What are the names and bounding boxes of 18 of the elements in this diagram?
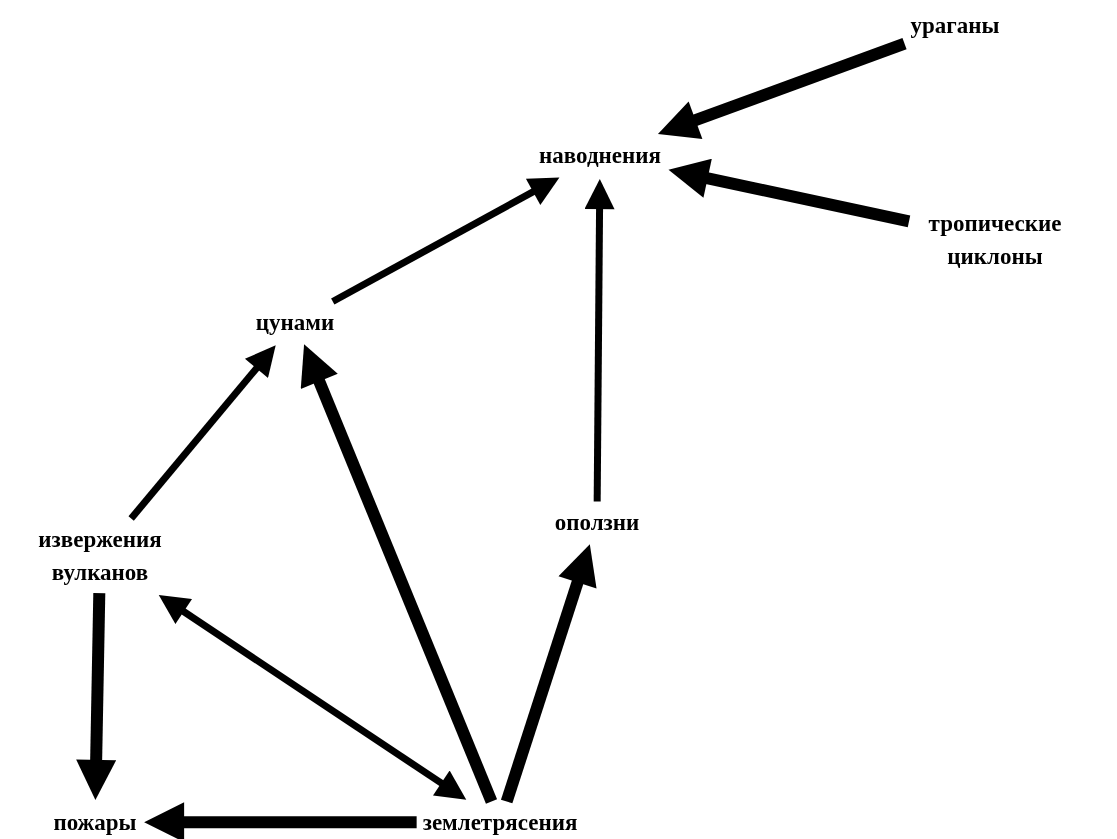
- node-label: извержения вулканов: [37, 525, 163, 587]
- arrow: [300, 344, 498, 804]
- node-label: тропические циклоны: [927, 209, 1063, 271]
- node-label: оползни: [554, 508, 640, 537]
- arrow: [657, 38, 907, 139]
- arrow: [128, 345, 276, 521]
- arrow: [500, 544, 597, 804]
- node-label: землетрясения: [422, 808, 578, 837]
- arrow: [158, 594, 467, 800]
- arrow: [76, 593, 117, 800]
- node-label: наводнения: [539, 141, 661, 170]
- arrow: [668, 158, 911, 228]
- node-label: ураганы: [910, 11, 1000, 40]
- arrow: [331, 177, 560, 305]
- arrow: [144, 802, 417, 839]
- node-label: цунами: [255, 308, 335, 337]
- arrow: [584, 179, 615, 502]
- node-label: пожары: [53, 808, 137, 837]
